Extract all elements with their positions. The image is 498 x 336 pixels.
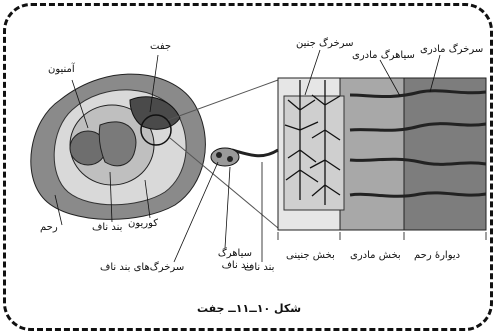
label-umbilical-cord-1: بند ناف [92,222,122,234]
maternal-part-region [340,78,404,230]
label-umbilical-cord-2: بند ناف [244,262,274,274]
umbilical-cord-section [211,148,239,166]
label-uterus: رحم [40,222,58,234]
uterine-wall-region [404,78,486,230]
label-maternal-vein: سیاهرگ مادری [352,50,415,62]
label-chorion: کوریون [128,218,158,230]
label-uterine-wall: دیوارهٔ رحم [414,250,460,262]
label-placenta: جفت [150,41,171,53]
label-maternal-artery: سرخرگ مادری [420,44,483,56]
figure-caption: شکل ۱۰ــ۱۱ــ جفت [0,302,498,315]
label-umbilical-arteries: سرخرگ‌های بند ناف [100,262,184,274]
label-amnion: آمنیون [48,64,75,76]
label-fetal-part: بخش جنینی [286,250,335,262]
label-maternal-part: بخش مادری [350,250,401,262]
label-fetal-artery: سرخرگ جنین [296,38,354,50]
fetus-body [99,122,136,166]
